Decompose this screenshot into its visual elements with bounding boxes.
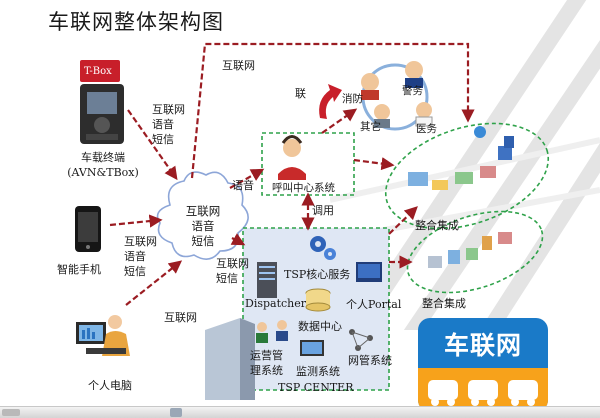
- smartphone-image: [75, 206, 101, 252]
- page-title: 车联网整体架构图: [48, 10, 224, 34]
- database-label: 数据中心: [298, 320, 342, 333]
- ops-text-1: 运营管: [250, 349, 283, 362]
- link-top-loop-label: 互联网: [222, 59, 255, 72]
- ops-label: 运营管 理系统: [250, 348, 283, 378]
- role-medical-label: 医务: [416, 123, 437, 135]
- role-other-label: 其它: [360, 121, 381, 133]
- call-center-operator: [278, 135, 306, 180]
- tbox-tag: T-Box: [84, 66, 112, 77]
- car-icons: [428, 380, 538, 406]
- cloud-label: 互联网 语音 短信: [178, 204, 228, 249]
- scrollbar-thumb[interactable]: [170, 408, 182, 417]
- vehicle-terminal-label: 车载终端 (AVN&TBox): [54, 150, 152, 180]
- background-stripes: [330, 0, 600, 330]
- integration-2-label: 整合集成: [422, 297, 466, 310]
- cloud-text-1: 互联网: [185, 204, 221, 218]
- network-label: 网管系统: [348, 354, 392, 367]
- link-phone-text-1: 互联网: [124, 235, 157, 248]
- network-diagram-icon: [349, 329, 373, 351]
- link-pc-cloud-label: 互联网: [164, 311, 197, 324]
- link-phone-text-2: 语音: [124, 250, 146, 263]
- cloud-text-3: 短信: [191, 234, 215, 248]
- server-image: [257, 262, 277, 298]
- monitor-computer: [300, 340, 324, 356]
- vehicle-dashboard-image: [80, 84, 124, 144]
- bottom-scrollbar[interactable]: [0, 406, 600, 418]
- brand-logo-cars: [418, 368, 548, 412]
- link-call-tsp-label: 调用: [312, 204, 334, 217]
- brand-logo-text: 车联网: [443, 331, 522, 360]
- pc-label: 个人电脑: [88, 379, 132, 392]
- role-fire-label: 消防: [342, 93, 363, 105]
- link-cloud-call-label: 语音: [232, 179, 254, 192]
- dispatcher-label: Dispatcher: [245, 297, 307, 310]
- arrow-phone-cloud: [109, 214, 163, 228]
- person-pc-image: [76, 315, 130, 356]
- office-building-image: [205, 318, 255, 400]
- link-cloud-tsp-label: 互联网 短信: [216, 256, 249, 286]
- vehicle-terminal-name: 车载终端: [81, 151, 125, 164]
- ops-people: [256, 320, 288, 343]
- brand-logo: 车联网: [418, 318, 548, 412]
- link-phone-text-3: 短信: [124, 265, 146, 278]
- link-vehicle-cloud-label: 互联网 语音 短信: [152, 102, 185, 147]
- link-cloud-tsp-text-1: 互联网: [216, 257, 249, 270]
- portal-label: 个人Portal: [346, 298, 402, 311]
- call-center-label: 呼叫中心系统: [272, 182, 335, 194]
- link-vehicle-text-2: 语音: [152, 118, 174, 131]
- link-vehicle-text-3: 短信: [152, 133, 174, 146]
- smartphone-label: 智能手机: [57, 263, 101, 276]
- link-cloud-tsp-text-2: 短信: [216, 272, 238, 285]
- link-call-roles-label: 联: [295, 87, 306, 100]
- cloud-text-2: 语音: [191, 219, 215, 233]
- ops-text-2: 理系统: [250, 364, 283, 377]
- link-vehicle-text-1: 互联网: [152, 103, 185, 116]
- integration-1-label: 整合集成: [415, 219, 459, 232]
- role-police-label: 警务: [402, 85, 423, 97]
- database-icon: [305, 288, 331, 312]
- tsp-center-label: TSP CENTER: [278, 381, 354, 394]
- tsp-core-label: TSP核心服务: [284, 268, 351, 281]
- vehicle-terminal-sub: (AVN&TBox): [67, 166, 139, 179]
- link-phone-cloud-label: 互联网 语音 短信: [124, 234, 157, 279]
- scrollbar-left-cap: [2, 409, 20, 416]
- monitor-label: 监测系统: [296, 365, 340, 378]
- arrow-cloud-tsp: [230, 233, 246, 246]
